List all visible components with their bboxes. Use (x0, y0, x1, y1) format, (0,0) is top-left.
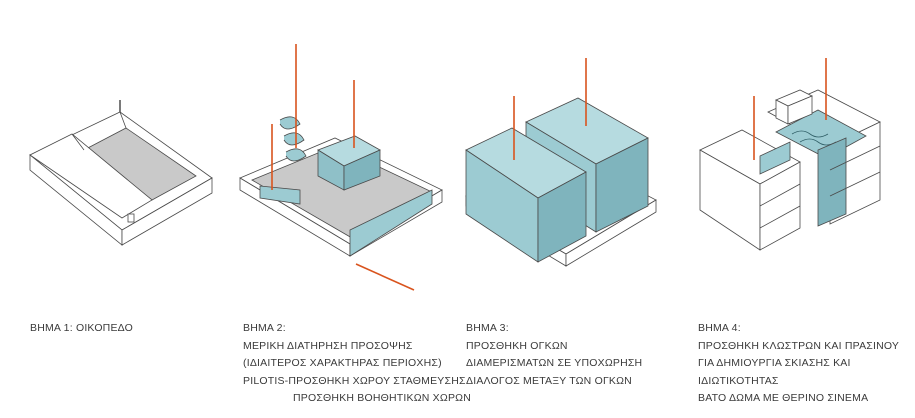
step4-line-2: ΓΙΑ ΔΗΜΙΟΥΡΓΙΑ ΣΚΙΑΣΗΣ ΚΑΙ (698, 357, 851, 369)
step1-site-axonometric (29, 100, 213, 246)
step2-title: ΒΗΜΑ 2: (243, 322, 286, 334)
step4-line-3: ΙΔΙΩΤΙΚΟΤΗΤΑΣ (698, 374, 779, 387)
step4-louvers-greenery-roof (699, 58, 881, 251)
step3-line-2: ΔΙΑΜΕΡΙΣΜΑΤΩΝ ΣΕ ΥΠΟΧΩΡΗΣΗ (466, 357, 643, 369)
step3-line-3: ΔΙΑΛΟΓΟΣ ΜΕΤΑΞΥ ΤΩΝ ΟΓΚΩΝ (466, 374, 632, 387)
step2-line-4: ΠΡΟΣΘΗΚΗ ΒΟΗΘΗΤΙΚΩΝ ΧΩΡΩΝ (293, 392, 471, 404)
step2-line-1: ΜΕΡΙΚΗ ΔΙΑΤΗΡΗΣΗ ΠΡΟΣΟΨΗΣ (243, 339, 413, 352)
step4-title: ΒΗΜΑ 4: (698, 322, 741, 334)
step3-title: ΒΗΜΑ 3: (466, 322, 509, 334)
step2-line-3: PILOTIS-ΠΡΟΣΘΗΚΗ ΧΩΡΟΥ ΣΤΑΘΜΕΥΣΗΣ (243, 374, 466, 387)
retained-facade (349, 189, 433, 257)
spiral-stair (279, 116, 307, 162)
step3-caption: ΒΗΜΑ 3: ΠΡΟΣΘΗΚΗ ΟΓΚΩΝ ΔΙΑΜΕΡΙΣΜΑΤΩΝ ΣΕ … (466, 320, 642, 390)
step2-line-2: (ΙΔΙΑΙΤΕΡΟΣ ΧΑΡΑΚΤΗΡΑΣ ΠΕΡΙΟΧΗΣ) (243, 357, 442, 369)
step1-title: ΒΗΜΑ 1: ΟΙΚΟΠΕΔΟ (30, 322, 134, 334)
step4-line-4: ΒΑΤΟ ΔΩΜΑ ΜΕ ΘΕΡΙΝΟ ΣΙΝΕΜΑ (698, 392, 869, 404)
step3-line-1: ΠΡΟΣΘΗΚΗ ΟΓΚΩΝ (466, 339, 568, 352)
step4-line-1: ΠΡΟΣΘΗΚΗ ΚΛΩΣΤΡΩΝ ΚΑΙ ΠΡΑΣΙΝΟΥ (698, 339, 900, 352)
step2-facade-pilotis (239, 44, 443, 291)
step4-caption: ΒΗΜΑ 4: ΠΡΟΣΘΗΚΗ ΚΛΩΣΤΡΩΝ ΚΑΙ ΠΡΑΣΙΝΟΥ Γ… (698, 320, 899, 408)
step2-caption: ΒΗΜΑ 2: ΜΕΡΙΚΗ ΔΙΑΤΗΡΗΣΗ ΠΡΟΣΟΨΗΣ (ΙΔΙΑΙ… (243, 320, 471, 408)
step3-apartment-volumes (465, 58, 657, 267)
louvre-screen (817, 137, 847, 227)
step1-caption: ΒΗΜΑ 1: ΟΙΚΟΠΕΔΟ (30, 320, 133, 338)
